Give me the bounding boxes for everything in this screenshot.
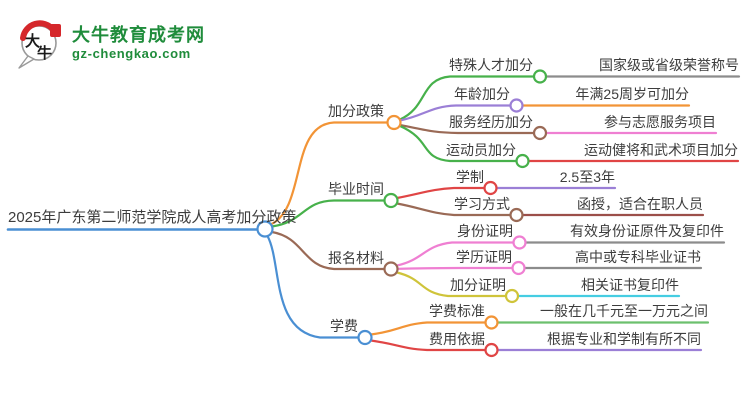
- node-label-bonus-proof: 加分证明: [450, 277, 506, 293]
- edge-study-mode: [395, 202, 512, 217]
- branch-label-enroll-materials: 报名材料: [328, 250, 384, 266]
- node-label-edu-proof: 学历证明: [456, 249, 512, 265]
- edge-athlete-bonus: [398, 124, 518, 163]
- leaf-label-honor: 国家级或省级荣誉称号: [599, 57, 739, 73]
- node-label-fee-basis: 费用依据: [429, 331, 485, 347]
- root-node-label: 2025年广东第二师范学院成人高考加分政策: [8, 209, 297, 226]
- edge-root-bonus-policy: [269, 121, 389, 226]
- leaf-label-athlete: 运动健将和武术项目加分: [584, 142, 738, 158]
- leaf-label-fee-depend: 根据专业和学制有所不同: [547, 331, 701, 347]
- edge-school-length: [395, 186, 486, 200]
- circle-fee-basis: [484, 342, 499, 358]
- logo-char-1: 大: [25, 32, 40, 50]
- node-label-athlete-bonus: 运动员加分: [446, 142, 516, 158]
- circle-enroll-materials: [383, 261, 399, 277]
- circle-study-mode: [509, 207, 524, 223]
- node-label-service-exp: 服务经历加分: [449, 114, 533, 130]
- root-circle: [256, 220, 274, 238]
- circle-school-length: [483, 180, 498, 196]
- circle-tuition: [357, 329, 373, 346]
- branch-label-bonus-policy: 加分政策: [328, 103, 384, 119]
- leaf-label-diploma: 高中或专科毕业证书: [575, 249, 701, 265]
- circle-athlete-bonus: [515, 153, 530, 169]
- leaf-label-idcard: 有效身份证原件及复印件: [570, 223, 724, 239]
- circle-tuition-std: [484, 315, 499, 330]
- leaf-label-hanshou: 函授，适合在职人员: [577, 196, 703, 212]
- edge-fee-basis: [369, 339, 487, 352]
- leaf-label-certcopy: 相关证书复印件: [581, 277, 679, 293]
- edge-id-proof: [395, 241, 515, 267]
- site-logo: 大 牛 大牛教育成考网 gz-chengkao.com: [12, 14, 205, 72]
- edge-root-graduation-time: [270, 199, 386, 228]
- leaf-edges: [495, 75, 741, 352]
- edge-age-bonus: [398, 104, 512, 122]
- circle-bonus-proof: [504, 288, 520, 304]
- circle-special-talent: [532, 69, 548, 84]
- circle-age-bonus: [509, 98, 524, 113]
- node-label-id-proof: 身份证明: [457, 223, 513, 239]
- edge-service-exp: [398, 123, 535, 135]
- circle-bonus-policy: [386, 114, 402, 131]
- circle-service-exp: [532, 125, 548, 141]
- brand-name: 大牛教育成考网: [72, 25, 205, 45]
- branch-label-tuition: 学费: [330, 318, 358, 334]
- edge-special-talent: [398, 75, 535, 121]
- circle-edu-proof: [511, 260, 526, 276]
- node-label-special-talent: 特殊人才加分: [449, 57, 533, 73]
- node-label-tuition-std: 学费标准: [429, 303, 485, 319]
- node-circles: [256, 69, 548, 358]
- logo-bubble-icon: 大 牛: [18, 20, 61, 69]
- edge-root-enroll-materials: [270, 230, 386, 271]
- leaf-label-years: 2.5至3年: [559, 169, 615, 185]
- logo-char-2: 牛: [37, 44, 52, 62]
- leaf-label-age25: 年满25周岁可加分: [575, 86, 689, 102]
- circle-graduation-time: [383, 192, 399, 209]
- edge-edu-proof: [396, 266, 514, 270]
- node-label-school-length: 学制: [456, 169, 484, 185]
- leaf-label-volunteer: 参与志愿服务项目: [604, 114, 716, 130]
- circle-id-proof: [512, 235, 527, 250]
- branch-label-graduation-time: 毕业时间: [328, 181, 384, 197]
- brand-domain: gz-chengkao.com: [72, 46, 191, 61]
- sub-branch-edges: [369, 75, 535, 352]
- branch-edges: [266, 121, 389, 339]
- edge-root-tuition: [266, 234, 360, 339]
- edge-tuition-std: [369, 321, 487, 336]
- edge-bonus-proof: [395, 271, 507, 298]
- node-label-study-mode: 学习方式: [454, 196, 510, 212]
- node-label-age-bonus: 年龄加分: [454, 86, 510, 102]
- leaf-label-fee-range: 一般在几千元至一万元之间: [540, 303, 708, 319]
